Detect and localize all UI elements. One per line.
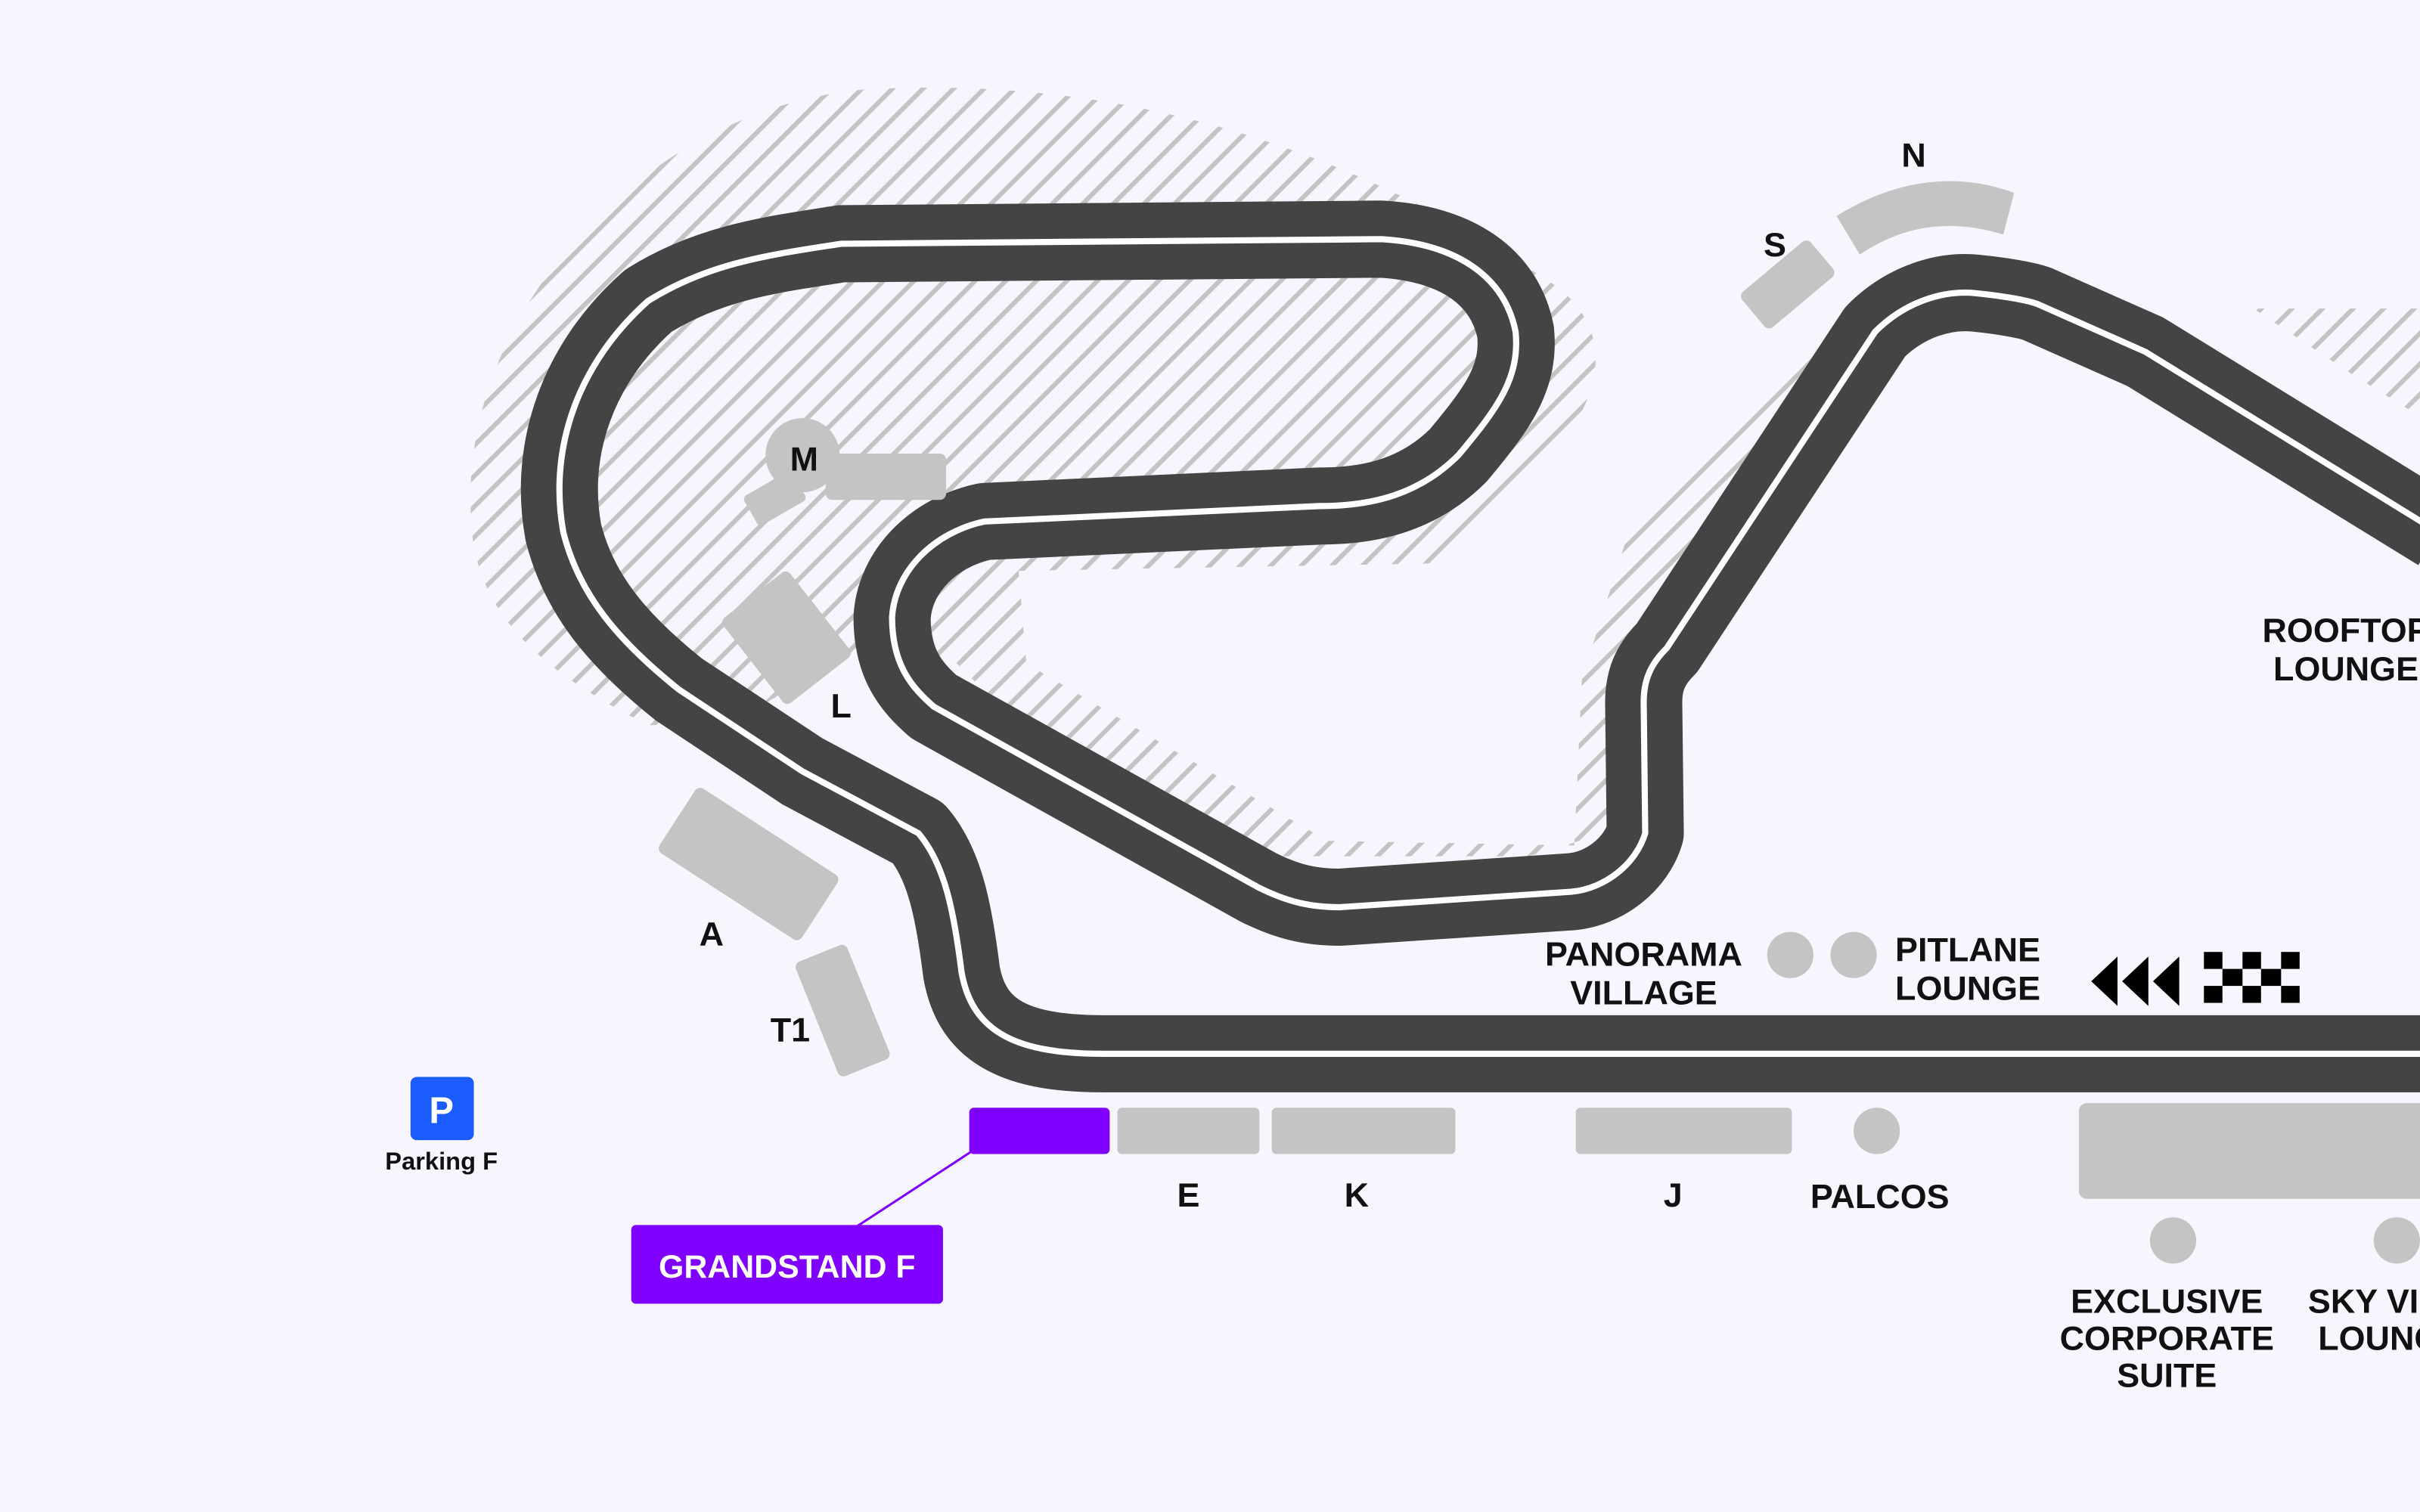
sky-view-marker[interactable] — [2373, 1217, 2420, 1264]
stand-E[interactable] — [1117, 1108, 1260, 1154]
label-panorama-2: VILLAGE — [1570, 974, 1717, 1012]
label-E: E — [1177, 1176, 1199, 1214]
label-rooftop-1: ROOFTOP — [2263, 611, 2420, 649]
label-L: L — [831, 686, 852, 725]
palcos-marker[interactable] — [1854, 1108, 1900, 1154]
label-N: N — [1901, 135, 1925, 174]
label-corporate-3: SUITE — [2117, 1356, 2217, 1395]
label-A: A — [700, 915, 724, 953]
label-T1: T1 — [771, 1011, 810, 1049]
label-panorama-1: PANORAMA — [1545, 935, 1742, 974]
stand-A[interactable] — [656, 785, 841, 943]
label-pitlane-1: PITLANE — [1895, 930, 2040, 968]
stand-S[interactable] — [1739, 238, 1837, 331]
triple-chevron-left-icon — [2091, 956, 2180, 1006]
label-M: M — [790, 439, 818, 478]
stand-N[interactable] — [1836, 181, 2015, 255]
callout-label: GRANDSTAND F — [659, 1249, 916, 1285]
label-corporate-2: CORPORATE — [2060, 1319, 2274, 1358]
hospitality-block[interactable] — [2078, 1103, 2420, 1199]
pitlane-marker[interactable] — [1830, 931, 1877, 978]
label-K: K — [1345, 1176, 1369, 1214]
parking-F[interactable]: P Parking F — [385, 1077, 498, 1175]
callout-line — [855, 1150, 973, 1228]
parking-label: Parking F — [385, 1147, 498, 1175]
checkered-flag-icon — [2204, 952, 2300, 1003]
grandstand-F[interactable] — [969, 1108, 1110, 1154]
stand-K[interactable] — [1271, 1108, 1456, 1154]
stand-T1[interactable] — [794, 943, 892, 1078]
label-rooftop-2: LOUNGE — [2273, 649, 2418, 688]
parking-icon — [410, 1077, 474, 1141]
label-corporate-1: EXCLUSIVE — [2071, 1282, 2263, 1321]
svg-text:P: P — [429, 1091, 454, 1132]
label-pitlane-2: LOUNGE — [1895, 968, 2040, 1007]
label-palcos: PALCOS — [1810, 1177, 1950, 1216]
grandstand-F-callout[interactable]: GRANDSTAND F — [631, 1225, 943, 1304]
hatched-area-right — [2253, 308, 2420, 417]
label-sky-view-2: LOUNGE — [2318, 1319, 2420, 1358]
corporate-marker[interactable] — [2149, 1217, 2197, 1264]
label-sky-view-1: SKY VIEW — [2308, 1282, 2420, 1321]
stand-J[interactable] — [1575, 1108, 1792, 1154]
stand-M[interactable] — [742, 418, 947, 527]
label-S: S — [1764, 225, 1786, 264]
label-J: J — [1664, 1176, 1683, 1214]
stand-L[interactable] — [720, 569, 853, 707]
panorama-marker[interactable] — [1767, 931, 1813, 978]
